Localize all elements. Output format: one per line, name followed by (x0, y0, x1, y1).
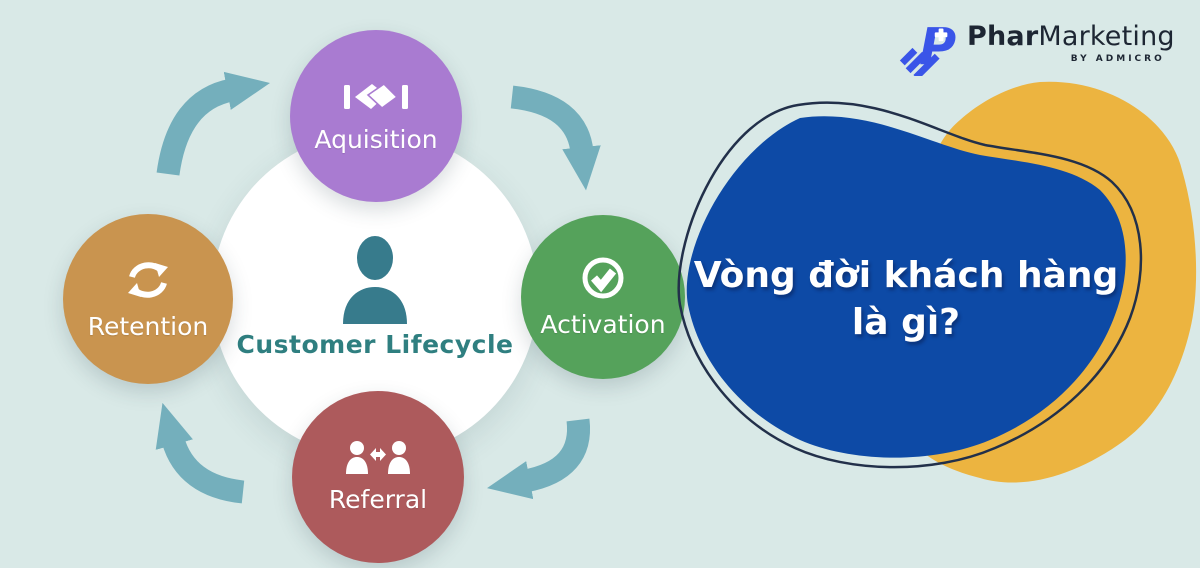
person-icon (343, 235, 407, 324)
center-label: Customer Lifecycle (236, 329, 514, 359)
logo-brand-name: PharMarketing (967, 22, 1175, 52)
stage-label: Referral (328, 485, 428, 514)
arrow-activation-to-referral (487, 418, 591, 500)
svg-text:P: P (919, 17, 956, 76)
title-blob-shapes (677, 81, 1197, 483)
arrow-retention-to-acquisition (156, 71, 270, 176)
stage-label: Retention (87, 312, 209, 341)
pharmarketing-logo-icon: P (899, 17, 956, 76)
check-circle-icon (582, 257, 624, 299)
headline: Vòng đời khách hàng là gì? (690, 253, 1122, 347)
stage-activation: Activation (521, 215, 685, 379)
headline-line2: là gì? (851, 301, 961, 343)
headline-line1: Vòng đời khách hàng (693, 255, 1119, 296)
stage-label: Aquisition (314, 125, 438, 154)
arrow-acquisition-to-activation (510, 85, 601, 191)
logo-subtitle: BY ADMICRO (1070, 53, 1165, 64)
stage-referral: Referral (292, 391, 464, 563)
handshake-icon (344, 82, 408, 110)
logo-text: PharMarketing BY ADMICRO (967, 14, 1175, 64)
logo-brand-bold: Phar (967, 21, 1039, 52)
blob-outline-stroke (677, 101, 1143, 469)
stage-retention: Retention (63, 214, 233, 384)
logo-brand-regular: Marketing (1038, 21, 1175, 52)
arrow-referral-to-retention (155, 402, 245, 504)
people-exchange-icon (346, 441, 410, 474)
pharmarketing-logo: P PharMarketing BY ADMICRO (896, 14, 1175, 76)
stage-label: Activation (540, 310, 666, 339)
stage-acquisition: Aquisition (290, 30, 462, 202)
blue-blob (686, 116, 1126, 458)
refresh-icon (128, 262, 168, 298)
